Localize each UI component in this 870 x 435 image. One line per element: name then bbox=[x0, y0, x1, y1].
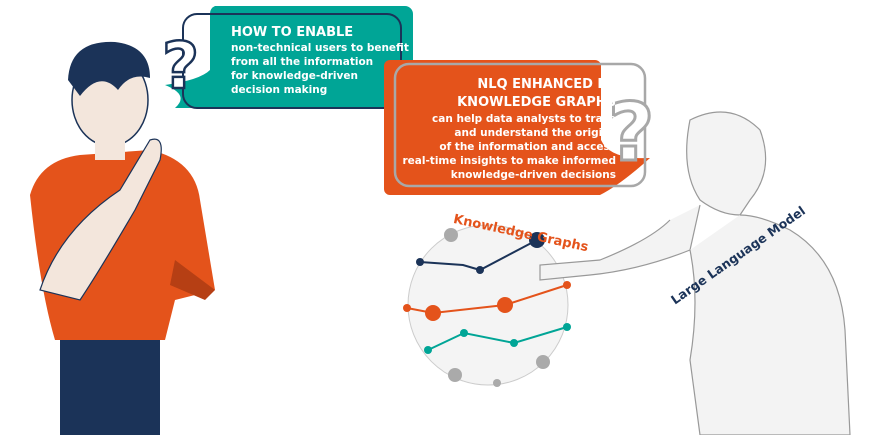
question-mark-icon: ? bbox=[608, 86, 654, 179]
orange-bubble-title: NLQ ENHANCED BY bbox=[477, 77, 616, 92]
orange-bubble-line: can help data analysts to trace bbox=[432, 113, 616, 125]
orange-bubble-outline bbox=[393, 62, 647, 188]
thinking-person bbox=[30, 41, 215, 435]
teal-bubble-text: HOW TO ENABLE non-technical users to ben… bbox=[231, 24, 409, 97]
orange-bubble-text: NLQ ENHANCED BY KNOWLEDGE GRAPHS can hel… bbox=[392, 76, 616, 182]
orange-bubble-line: knowledge-driven decisions bbox=[450, 169, 616, 181]
knowledge-graph-globe bbox=[403, 224, 571, 387]
orange-bubble-title: KNOWLEDGE GRAPHS bbox=[457, 95, 616, 110]
question-mark-icon: ? bbox=[162, 30, 199, 104]
orange-bubble-line: real-time insights to make informed bbox=[402, 155, 616, 167]
robot-figure bbox=[539, 111, 851, 435]
teal-bubble-line: for knowledge-driven bbox=[231, 70, 358, 82]
orange-bubble-line: of the information and access bbox=[439, 141, 616, 153]
orange-speech-bubble bbox=[384, 60, 650, 195]
teal-bubble-line: decision making bbox=[231, 84, 328, 96]
teal-speech-bubble bbox=[165, 6, 413, 108]
teal-bubble-title: HOW TO ENABLE bbox=[231, 25, 354, 40]
teal-bubble-line: non-technical users to benefit bbox=[231, 42, 409, 54]
orange-bubble-line: and understand the origins bbox=[454, 127, 616, 139]
teal-bubble-line: from all the information bbox=[231, 56, 374, 68]
